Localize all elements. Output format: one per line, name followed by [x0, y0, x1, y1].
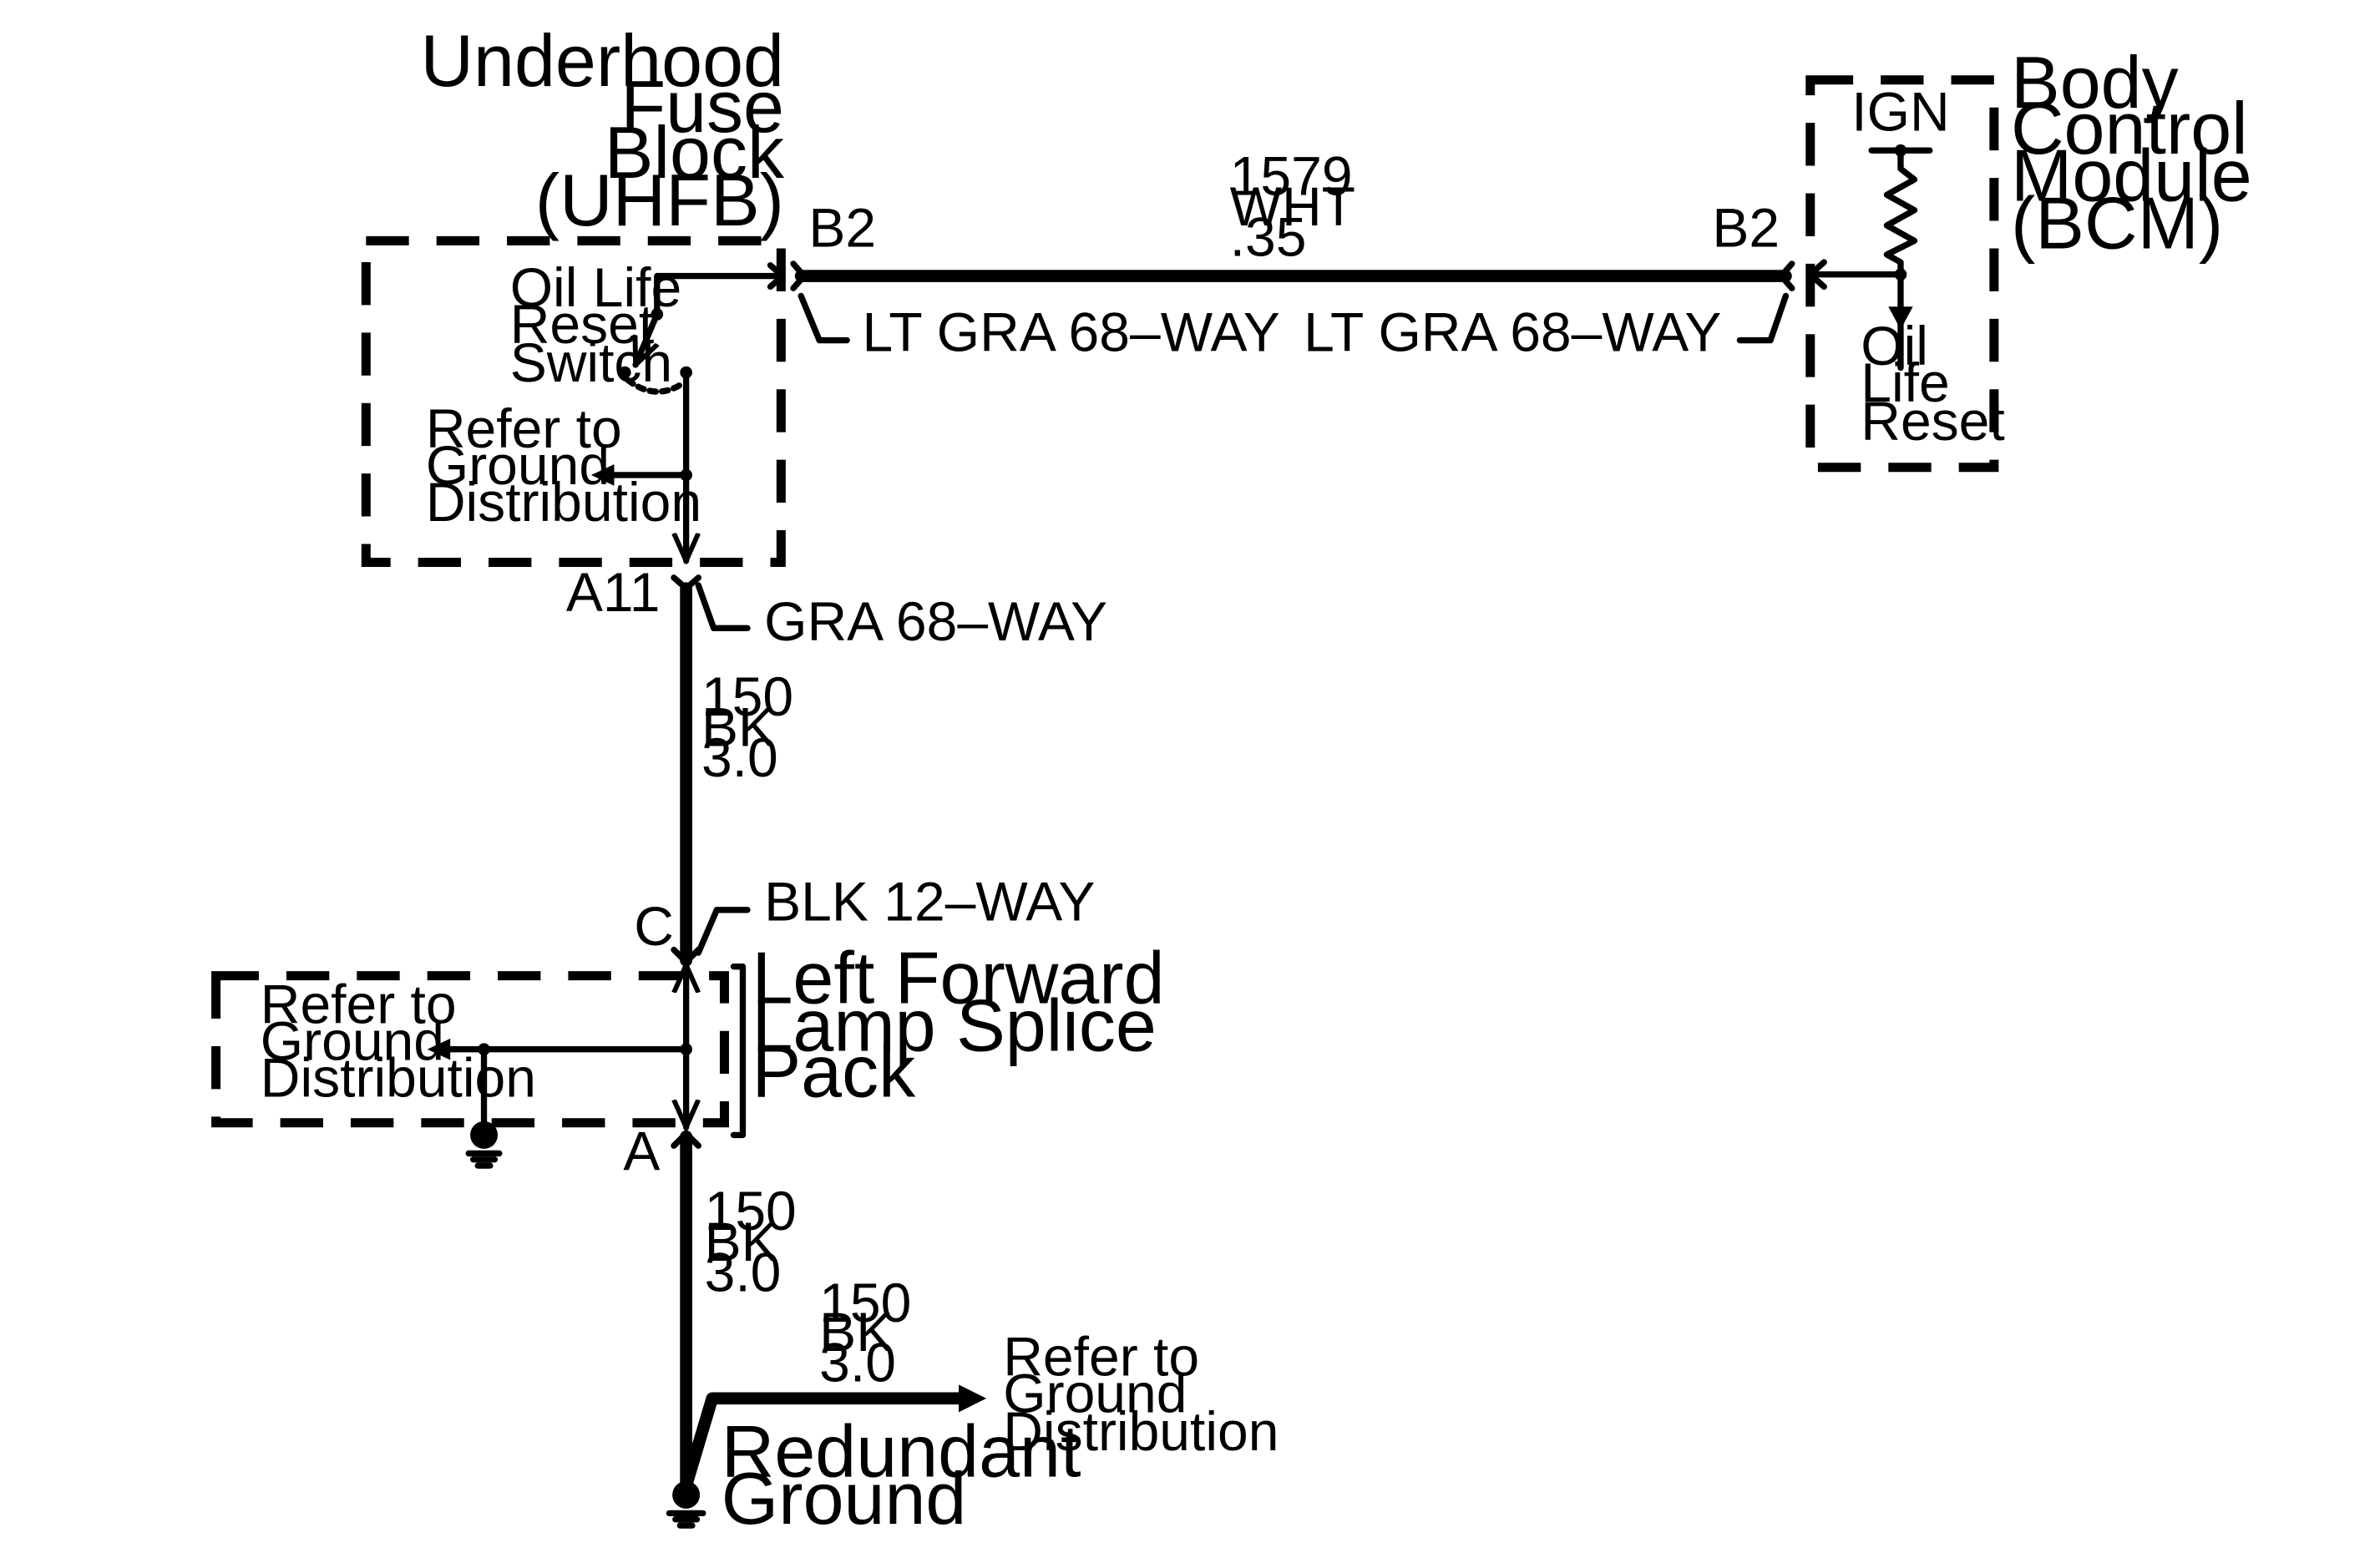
splice-pack-bracket	[730, 963, 747, 1139]
branch-circuit-line-3: 3.0	[819, 1332, 896, 1394]
splice-ground-ref-arrow-icon	[427, 1038, 451, 1060]
right-pin-label: B2	[1712, 197, 1780, 259]
splice-ground-ref-line-1: Refer to	[261, 974, 457, 1035]
splice-ground-symbol-icon	[465, 1120, 503, 1169]
uhfb-title-line-3: Block	[605, 111, 785, 194]
switch-label-line-1: Oil Life	[510, 256, 681, 318]
a-pin-label: A	[623, 1120, 660, 1182]
wire-150-branch	[680, 1392, 969, 1492]
redundant-ground-line-1: Redundant	[722, 1409, 1081, 1492]
branch-ground-ref-line-3: Distribution	[1003, 1400, 1279, 1462]
c-pin-label: C	[634, 895, 674, 957]
bcm-signal-line-2: Life	[1861, 352, 1949, 413]
right-connector-label: LT GRA 68–WAY	[1304, 301, 1721, 362]
c-connector-label: BLK 12–WAY	[764, 871, 1095, 933]
circuit-1579-line-3: .35	[1230, 206, 1307, 268]
bcm-title-line-3: Module	[2011, 134, 2252, 217]
splice-title-line-2: Lamp Splice	[752, 984, 1156, 1067]
switch-output-arrow-icon	[767, 262, 786, 291]
circuit-1579-line-2: WHT	[1230, 175, 1355, 237]
mid-circuit-line-3: 3.0	[701, 726, 778, 788]
splice-ground-ref-line-3: Distribution	[261, 1047, 536, 1109]
ign-label: IGN	[1851, 80, 1949, 142]
a11-connector: A11 GRA 68–WAY	[566, 561, 1107, 652]
splice-title-line-1: Left Forward	[752, 937, 1164, 1019]
top-wire-1579: B2 B2 1579 WHT .35 LT GRA 68–WAY LT GRA …	[790, 144, 1795, 362]
uhfb-title-line-4: (UHFB)	[535, 159, 784, 241]
uhfb-title-line-1: Underhood	[420, 19, 784, 102]
c-connector: C BLK 12–WAY	[634, 871, 1095, 965]
branch-circuit-line-2: BK	[819, 1301, 893, 1363]
splice-ground-ref-line-2: Ground	[261, 1010, 444, 1072]
splice-pack: Left Forward Lamp Splice Pack Refer to G…	[211, 937, 1165, 1182]
splice-title-line-3: Pack	[752, 1030, 916, 1113]
low-circuit-line-2: BK	[705, 1211, 778, 1272]
ground-ref-arrow-icon	[590, 464, 615, 486]
pullup-resistor-icon	[1883, 147, 1918, 372]
branch-ground-ref-line-1: Refer to	[1003, 1325, 1199, 1387]
bcm-block: Body Control Module (BCM) IGN Oil Life R…	[1805, 41, 2252, 473]
a11-connector-label: GRA 68–WAY	[764, 590, 1107, 652]
low-circuit-line-1: 150	[705, 1180, 797, 1242]
redundant-ground-symbol-icon	[666, 1480, 706, 1529]
c-connector-leader	[695, 907, 751, 956]
a11-pin-label: A11	[566, 561, 661, 623]
uhfb-boundary	[361, 235, 786, 567]
right-connector-leader	[1736, 292, 1790, 344]
oil-life-reset-arrow-icon	[1888, 306, 1913, 330]
redundant-ground-line-2: Ground	[722, 1457, 967, 1540]
splice-pack-boundary	[211, 971, 729, 1128]
mid-circuit-line-2: BK	[701, 696, 775, 758]
switch-label-line-2: Reset	[510, 293, 654, 355]
branch-ground-ref-arrow-icon	[959, 1384, 987, 1413]
bcm-signal-line-1: Oil	[1861, 315, 1928, 377]
left-connector-label: LT GRA 68–WAY	[863, 301, 1280, 362]
bcm-title-line-1: Body	[2011, 41, 2179, 124]
uhfb-ground-ref-line-3: Distribution	[426, 471, 701, 533]
left-connector-leader	[798, 292, 850, 344]
a11-connector-leader	[695, 582, 751, 632]
branch-ground-ref-line-2: Ground	[1003, 1362, 1187, 1424]
mid-circuit-line-1: 150	[701, 665, 793, 727]
bcm-signal-line-3: Reset	[1861, 390, 2004, 452]
uhfb-ground-ref-line-1: Refer to	[426, 397, 622, 459]
circuit-1579-line-1: 1579	[1230, 144, 1353, 206]
bcm-title-line-2: Control	[2011, 87, 2248, 169]
left-pin-label: B2	[808, 197, 876, 259]
oil-life-reset-switch-icon	[618, 272, 784, 395]
uhfb-title-line-2: Fuse	[620, 65, 784, 148]
bcm-title-line-4: (BCM)	[2011, 182, 2223, 265]
bcm-input-arrow-icon	[1807, 259, 1827, 291]
uhfb-block: Underhood Fuse Block (UHFB) Oil Life Res…	[361, 19, 786, 567]
left-b2-terminal-icon	[790, 261, 808, 291]
branch-circuit-line-1: 150	[819, 1272, 911, 1333]
low-circuit-line-3: 3.0	[705, 1241, 782, 1303]
uhfb-ground-ref-line-2: Ground	[426, 434, 610, 496]
right-b2-terminal-icon	[1778, 261, 1795, 291]
